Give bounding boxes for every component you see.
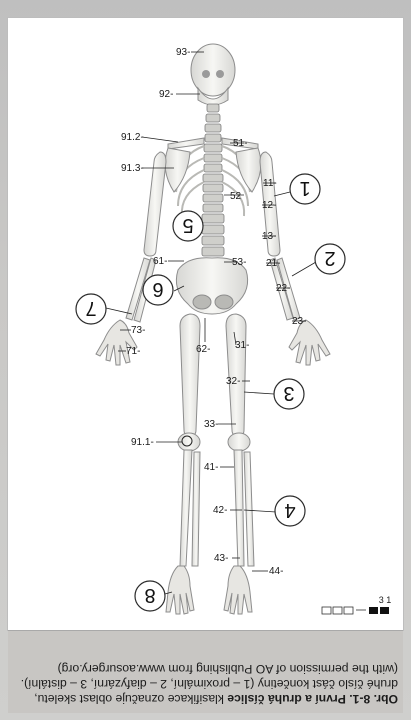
svg-text:6: 6 (152, 278, 163, 300)
label-93: 93- (176, 47, 190, 58)
skull (191, 44, 235, 105)
skeleton-diagram: 93- 92- 91.2- 91.3- 51- 52 11- 12- 13- 2… (8, 18, 403, 630)
label-21: 21- (266, 258, 280, 269)
circle-4: 4 (275, 496, 305, 526)
label-92: 92- (159, 89, 173, 100)
label-91-2: 91.2- (121, 132, 144, 143)
svg-text:7: 7 (85, 297, 96, 319)
label-42: 42- (213, 505, 227, 516)
label-13: 13- (262, 231, 276, 242)
label-43: 43- (214, 553, 228, 564)
label-53: 53- (232, 257, 246, 268)
label-12: 12- (262, 200, 276, 211)
svg-text:2: 2 (324, 247, 335, 269)
circle-5: 5 (173, 211, 203, 241)
circle-6: 6 (143, 275, 173, 305)
label-33: 33- (204, 419, 218, 430)
circle-7: 7 (76, 294, 106, 324)
label-32: 32- (226, 376, 240, 387)
label-11: 11- (263, 178, 277, 189)
circle-3: 3 (274, 379, 304, 409)
feet (166, 566, 252, 614)
label-41: 41- (204, 462, 218, 473)
label-44: 44- (269, 566, 283, 577)
svg-text:8: 8 (144, 584, 155, 606)
svg-text:3: 3 (283, 382, 294, 404)
caption-bold-phrase: První a druhá číslice (227, 692, 346, 706)
svg-text:4: 4 (284, 499, 295, 521)
circle-2: 2 (315, 244, 345, 274)
svg-text:1: 1 (299, 177, 310, 199)
scale-legend: 3 1 (322, 595, 391, 614)
label-62: 62- (196, 344, 210, 355)
circle-8: 8 (135, 581, 165, 611)
svg-text:5: 5 (182, 214, 193, 236)
label-73: 73- (131, 325, 145, 336)
label-23: 23- (292, 316, 306, 327)
scale-text: 3 1 (379, 595, 392, 605)
label-61: 61- (153, 256, 167, 267)
caption-lead: Obr. 8-1. (349, 692, 398, 706)
legs (178, 314, 254, 566)
label-22: 22- (276, 283, 290, 294)
label-71: 71- (126, 346, 140, 357)
circle-1: 1 (290, 174, 320, 204)
label-91-1: 91.1- (131, 437, 154, 448)
label-91-3: 91.3- (121, 163, 144, 174)
label-31: 31- (235, 340, 249, 351)
label-52: 52 (230, 191, 242, 202)
spine (202, 104, 224, 256)
label-51: 51- (233, 138, 247, 149)
figure-caption: Obr. 8-1. První a druhá číslice klasifik… (14, 634, 398, 706)
